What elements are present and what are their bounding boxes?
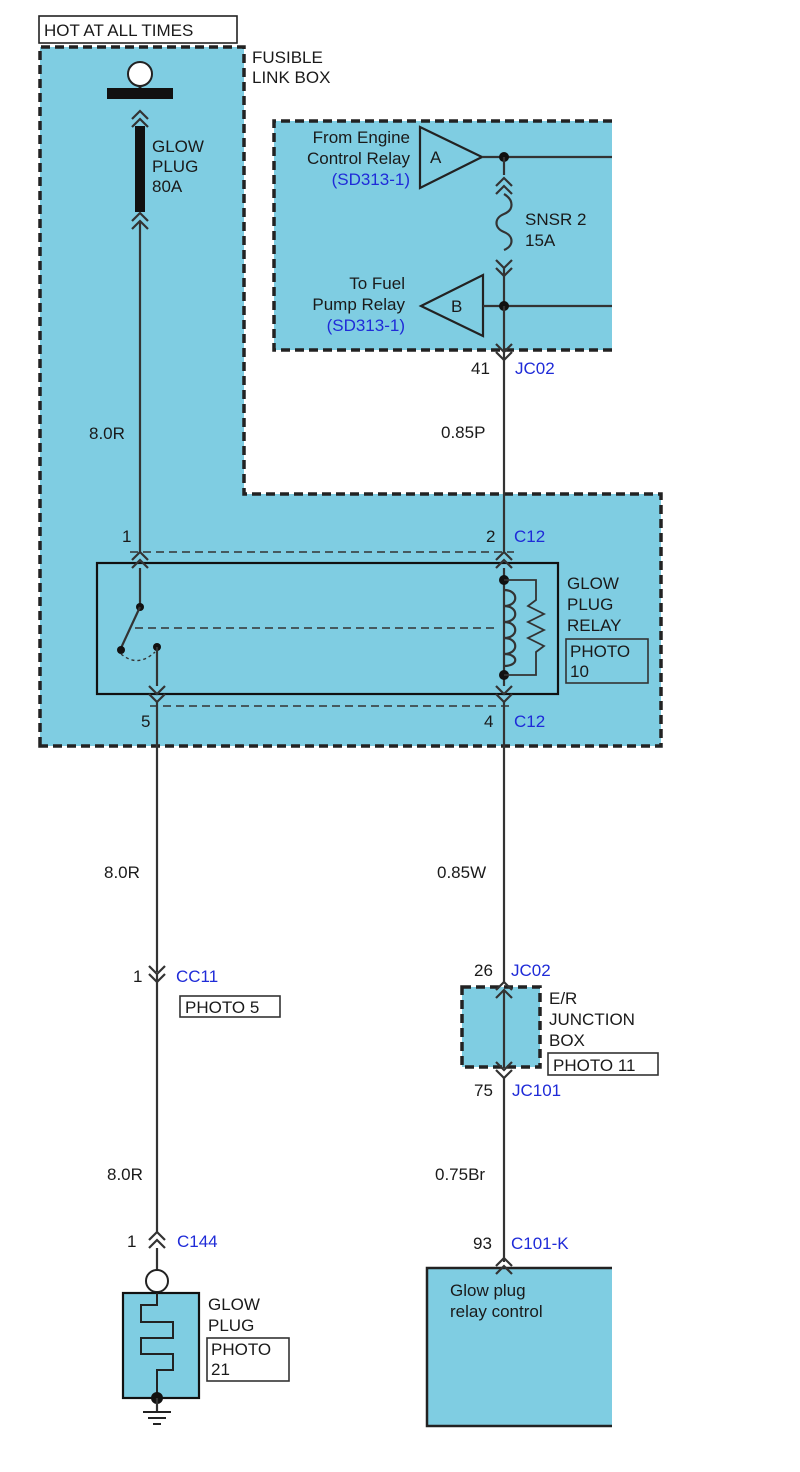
fusible-link-box-region xyxy=(40,47,661,746)
wire-label-w6: 0.75Br xyxy=(435,1165,485,1184)
ecm-box xyxy=(427,1268,612,1426)
glow-plug-photo-2: 21 xyxy=(211,1360,230,1379)
ecm-pin: 93 xyxy=(473,1234,492,1253)
header-label: HOT AT ALL TIMES xyxy=(44,21,193,40)
wire-label-w4: 0.85W xyxy=(437,863,486,882)
jb-label-1: E/R xyxy=(549,989,577,1008)
jb-photo: PHOTO 11 xyxy=(553,1056,636,1075)
connector-a-letter: A xyxy=(430,148,442,167)
relay-coil-icon xyxy=(503,588,517,668)
glow-plug-heater-icon xyxy=(140,1293,174,1398)
ecr-line1: From Engine xyxy=(313,128,410,147)
glow-plug-label-2: PLUG xyxy=(208,1316,254,1335)
jc02-name-top: JC02 xyxy=(515,359,555,378)
wire-label-w2: 0.85P xyxy=(441,423,485,442)
relay-label-1: GLOW xyxy=(567,574,619,593)
fpr-ref: (SD313-1) xyxy=(327,316,405,335)
ecm-label-2: relay control xyxy=(450,1302,543,1321)
relay-label-3: RELAY xyxy=(567,616,622,635)
relay-pin-2: 2 xyxy=(486,527,495,546)
fuse-label-3: 80A xyxy=(152,177,183,196)
jb-pin-top: 26 xyxy=(474,961,493,980)
snsr-fuse-icon xyxy=(495,193,513,252)
ecm-conn: C101-K xyxy=(511,1234,569,1253)
glow-plug-box xyxy=(121,1291,201,1400)
c144-name: C144 xyxy=(177,1232,218,1251)
cc11-photo-box xyxy=(179,995,281,1018)
relay-photo-1: PHOTO xyxy=(570,642,630,661)
c144-pin: 1 xyxy=(127,1232,136,1251)
battery-terminal-icon xyxy=(127,61,153,87)
ecr-line2: Control Relay xyxy=(307,149,410,168)
relay-photo-2: 10 xyxy=(570,662,589,681)
fuse-label-2: PLUG xyxy=(152,157,198,176)
fpr-line2: Pump Relay xyxy=(312,295,405,314)
ecm-label-1: Glow plug xyxy=(450,1281,526,1300)
glow-plug-photo-box xyxy=(206,1337,290,1382)
jb-label-3: BOX xyxy=(549,1031,585,1050)
glow-plug-fuse-icon xyxy=(135,126,145,212)
relay-label-2: PLUG xyxy=(567,595,613,614)
jb-conn-bottom: JC101 xyxy=(512,1081,561,1100)
fusible-label-1: FUSIBLE xyxy=(252,48,323,67)
fusible-label-2: LINK BOX xyxy=(252,68,330,87)
junction-box-region xyxy=(462,987,540,1067)
jc02-pin-41: 41 xyxy=(471,359,490,378)
jb-photo-box xyxy=(547,1052,659,1076)
fuse-label-1: GLOW xyxy=(152,137,204,156)
bus-bar-icon xyxy=(107,88,173,99)
relay-pin-4: 4 xyxy=(484,712,493,731)
cc11-photo: PHOTO 5 xyxy=(185,998,259,1017)
connector-a-icon xyxy=(418,125,485,190)
glow-plug-photo-1: PHOTO xyxy=(211,1340,271,1359)
relay-pin-5: 5 xyxy=(141,712,150,731)
glow-plug-relay-box xyxy=(95,561,560,696)
wire-label-w3: 8.0R xyxy=(104,863,140,882)
relay-photo-box xyxy=(565,638,649,684)
ecr-ref: (SD313-1) xyxy=(332,170,410,189)
glow-plug-terminal-icon xyxy=(145,1269,169,1293)
jb-pin-bottom: 75 xyxy=(474,1081,493,1100)
glow-plug-label-1: GLOW xyxy=(208,1295,260,1314)
snsr-label-1: SNSR 2 xyxy=(525,210,586,229)
relay-pin-1: 1 xyxy=(122,527,131,546)
wire-label-w5: 8.0R xyxy=(107,1165,143,1184)
fpr-line1: To Fuel xyxy=(349,274,405,293)
cc11-name: CC11 xyxy=(176,967,218,986)
relay-conn-bottom: C12 xyxy=(514,712,545,731)
cc11-pin: 1 xyxy=(133,967,142,986)
relay-conn-top: C12 xyxy=(514,527,545,546)
jb-conn-top: JC02 xyxy=(511,961,551,980)
header-box xyxy=(38,15,238,44)
snsr-label-2: 15A xyxy=(525,231,556,250)
relay-switch-icon xyxy=(120,606,141,649)
connector-b-letter: B xyxy=(451,297,462,316)
wire-label-w1: 8.0R xyxy=(89,424,125,443)
jb-label-2: JUNCTION xyxy=(549,1010,635,1029)
